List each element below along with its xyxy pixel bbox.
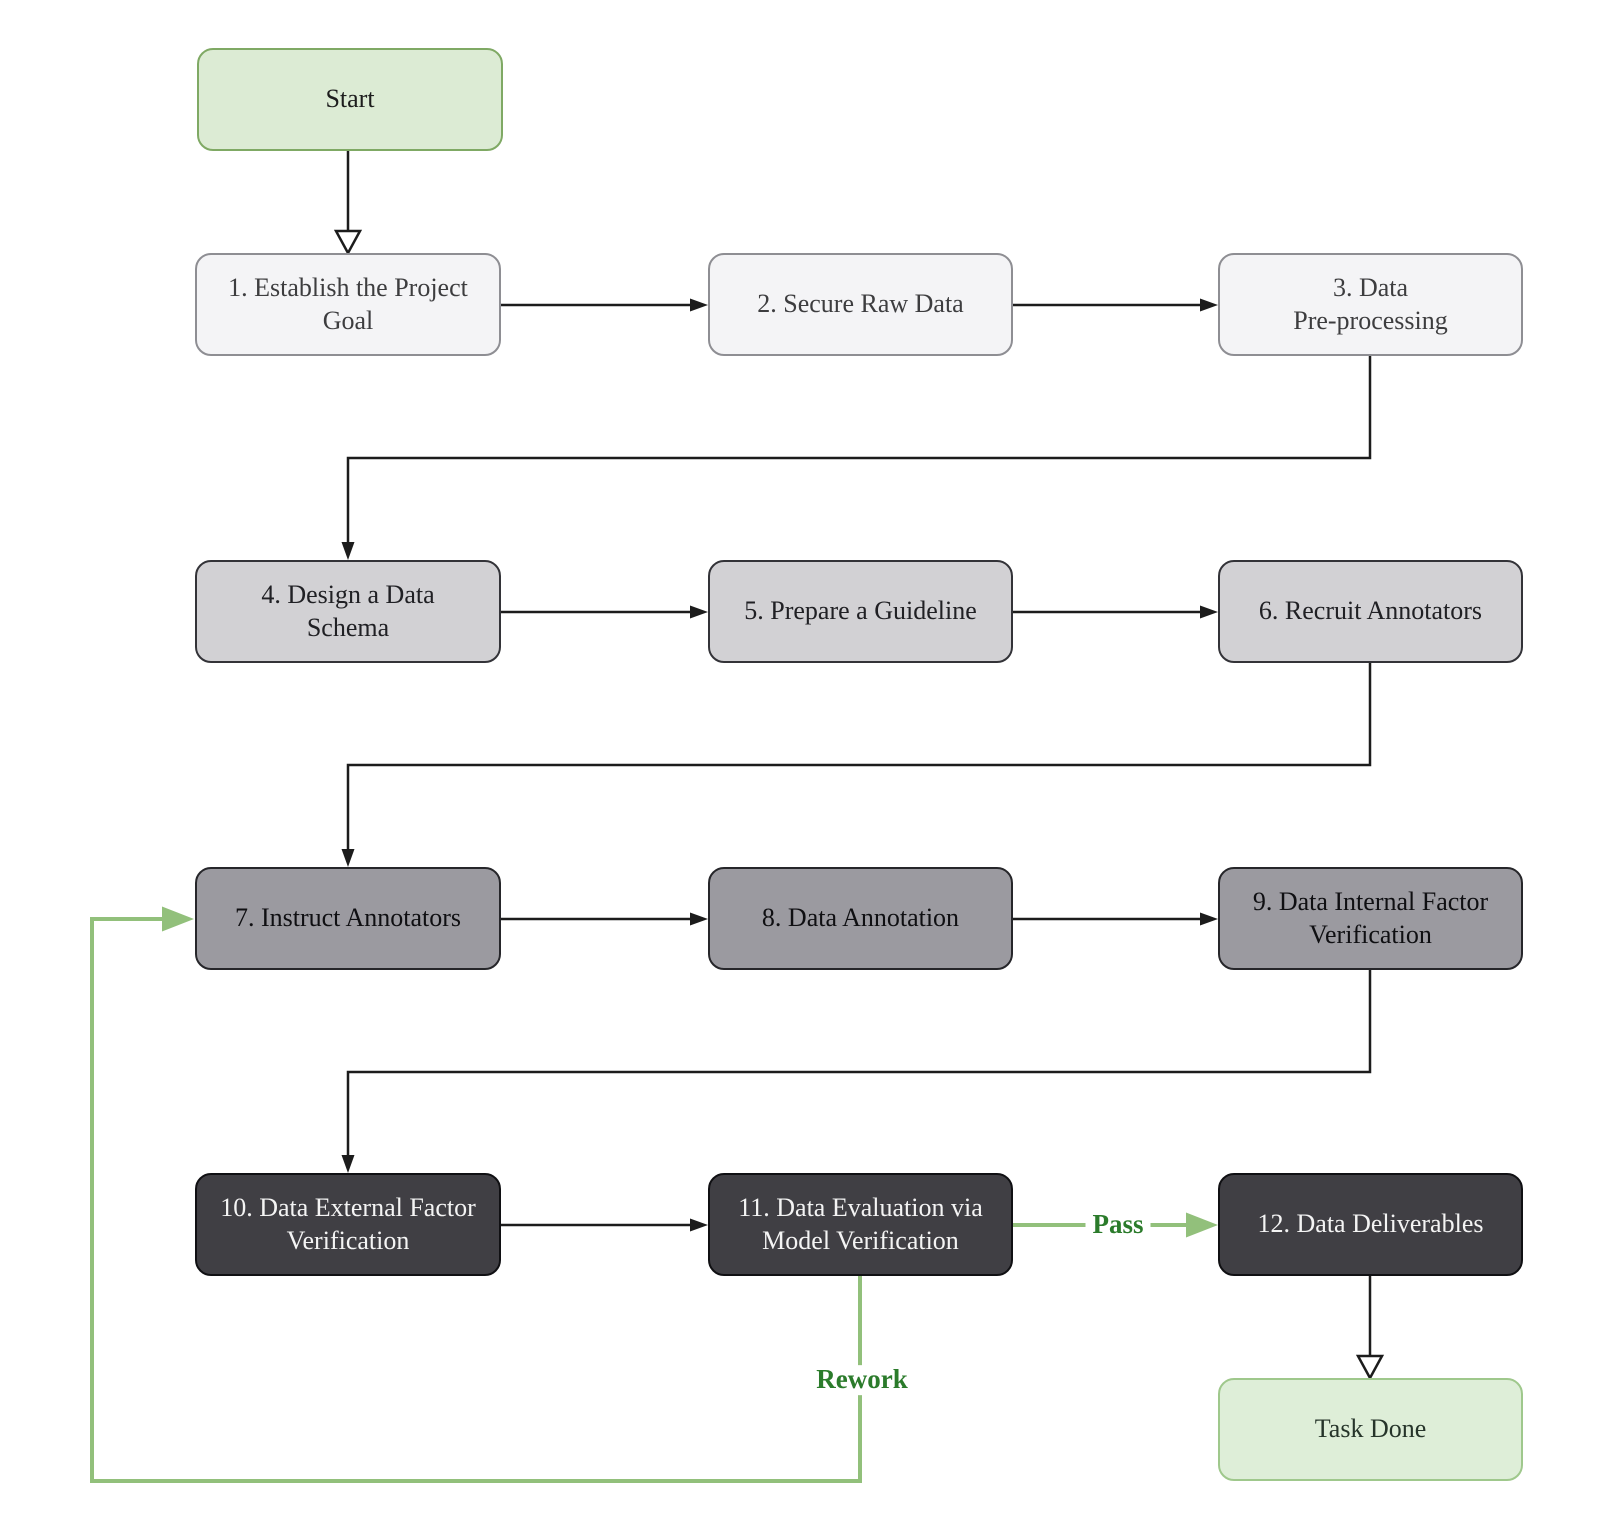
edge-step2-to-step3	[1013, 298, 1218, 312]
edge-step10-to-step11	[501, 1218, 708, 1232]
node-start: Start	[197, 48, 503, 151]
node-step-3: 3. Data Pre-processing	[1218, 253, 1523, 356]
edge-step3-to-step4	[341, 356, 1372, 560]
node-step-4-label: 4. Design a Data Schema	[261, 580, 435, 642]
node-start-label: Start	[325, 84, 375, 114]
edge-step6-to-step7	[341, 663, 1372, 867]
node-step-9: 9. Data Internal Factor Verification	[1218, 867, 1523, 970]
node-step-5: 5. Prepare a Guideline	[708, 560, 1013, 663]
node-step-12: 12. Data Deliverables	[1218, 1173, 1523, 1276]
node-step-12-label: 12. Data Deliverables	[1257, 1209, 1484, 1239]
node-step-3-label: 3. Data Pre-processing	[1293, 273, 1448, 335]
edge-step7-to-step8	[501, 912, 708, 926]
edge-label-pass: Pass	[1085, 1209, 1151, 1240]
node-task-done-label: Task Done	[1314, 1414, 1427, 1444]
node-step-11: 11. Data Evaluation via Model Verificati…	[708, 1173, 1013, 1276]
node-step-8-label: 8. Data Annotation	[761, 903, 960, 933]
edge-start-to-step1	[333, 151, 363, 256]
node-step-4: 4. Design a Data Schema	[195, 560, 501, 663]
edge-label-rework: Rework	[809, 1364, 915, 1395]
node-step-11-label: 11. Data Evaluation via Model Verificati…	[738, 1193, 983, 1255]
edge-rework-step11-to-step7	[90, 906, 862, 1483]
node-step-5-label: 5. Prepare a Guideline	[744, 596, 977, 626]
node-step-6: 6. Recruit Annotators	[1218, 560, 1523, 663]
node-step-10: 10. Data External Factor Verification	[195, 1173, 501, 1276]
node-step-6-label: 6. Recruit Annotators	[1258, 596, 1483, 626]
node-task-done: Task Done	[1218, 1378, 1523, 1481]
node-step-10-label: 10. Data External Factor Verification	[220, 1193, 476, 1255]
node-step-7: 7. Instruct Annotators	[195, 867, 501, 970]
node-step-7-label: 7. Instruct Annotators	[234, 903, 462, 933]
edge-step12-to-task-done	[1355, 1276, 1385, 1381]
node-step-9-label: 9. Data Internal Factor Verification	[1252, 887, 1489, 949]
node-step-1: 1. Establish the Project Goal	[195, 253, 501, 356]
node-step-2-label: 2. Secure Raw Data	[757, 289, 964, 319]
edge-step8-to-step9	[1013, 912, 1218, 926]
node-step-1-label: 1. Establish the Project Goal	[228, 273, 468, 335]
edge-step1-to-step2	[501, 298, 708, 312]
edge-step9-to-step10	[341, 970, 1372, 1173]
edge-step4-to-step5	[501, 605, 708, 619]
node-step-8: 8. Data Annotation	[708, 867, 1013, 970]
edge-step5-to-step6	[1013, 605, 1218, 619]
node-step-2: 2. Secure Raw Data	[708, 253, 1013, 356]
